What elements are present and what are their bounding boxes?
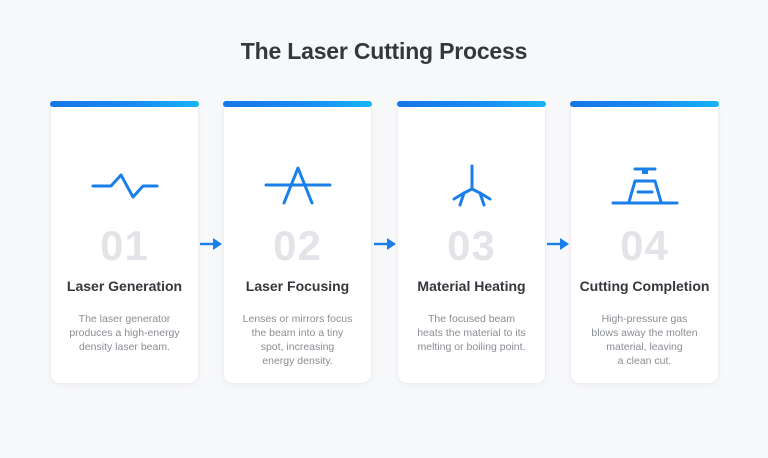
step-number: 04	[620, 222, 669, 269]
card-accent-bar	[570, 101, 719, 107]
step-card-2: 02 Laser Focusing Lenses or mirrors focu…	[223, 101, 372, 384]
pulse-wave-icon	[51, 166, 198, 206]
step-description: The laser generator produces a high-ener…	[69, 313, 180, 353]
card-accent-bar	[397, 101, 546, 107]
page-title: The Laser Cutting Process	[240, 38, 528, 64]
step-title: Laser Focusing	[245, 278, 350, 294]
arrow-right-icon	[373, 237, 397, 251]
cutting-nozzle-icon	[571, 166, 718, 206]
step-card-3: 03 Material Heating The focused beam hea…	[397, 101, 546, 384]
step-title: Material Heating	[417, 278, 526, 294]
focus-lens-icon	[224, 166, 371, 206]
card-accent-bar	[50, 101, 199, 107]
arrow-right-icon	[546, 237, 570, 251]
step-description: The focused beam heats the material to i…	[417, 313, 526, 353]
step-card-4: 04 Cutting Completion High-pressure gas …	[570, 101, 719, 384]
card-accent-bar	[223, 101, 372, 107]
step-number: 03	[447, 222, 496, 269]
step-number: 01	[100, 222, 149, 269]
arrow-right-icon	[199, 237, 223, 251]
step-title: Cutting Completion	[579, 278, 710, 294]
heat-branch-icon	[398, 164, 545, 207]
step-description: Lenses or mirrors focus the beam into a …	[242, 313, 353, 367]
step-number: 02	[273, 222, 322, 269]
step-card-1: 01 Laser Generation The laser generator …	[50, 101, 199, 384]
step-title: Laser Generation	[66, 278, 183, 294]
step-description: High-pressure gas blows away the molten …	[591, 313, 698, 367]
